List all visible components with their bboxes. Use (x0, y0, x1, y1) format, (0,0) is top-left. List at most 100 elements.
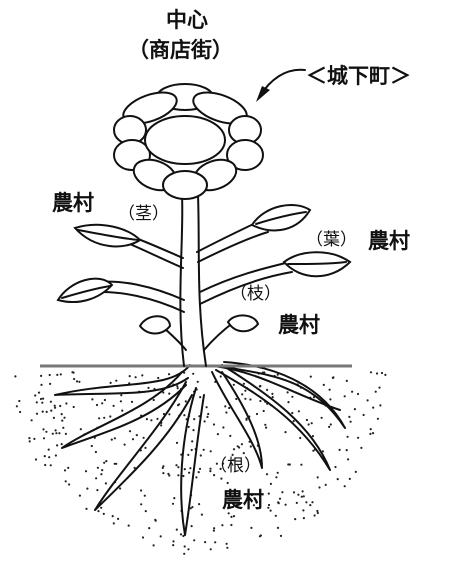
soil-dot (240, 443, 243, 446)
soil-dot (334, 465, 337, 469)
soil-dot (369, 428, 372, 431)
soil-dot (212, 529, 215, 532)
soil-dot (110, 438, 113, 441)
soil-dot (34, 458, 38, 461)
soil-dot (379, 404, 382, 407)
soil-dot (191, 506, 194, 509)
soil-dot (135, 434, 138, 437)
soil-dot (353, 408, 356, 411)
soil-dot (284, 431, 287, 434)
soil-dot (300, 495, 303, 498)
soil-dot (150, 419, 153, 422)
soil-dot (264, 423, 267, 426)
soil-dot (35, 412, 39, 415)
soil-dot (286, 391, 289, 394)
soil-dot (351, 390, 354, 393)
soil-dot (189, 507, 192, 510)
soil-dot (182, 534, 185, 538)
soil-dot (372, 406, 375, 409)
soil-dot (190, 448, 193, 452)
soil-dot (219, 375, 222, 378)
soil-dot (72, 405, 75, 409)
soil-dot (300, 463, 303, 466)
soil-dot (209, 548, 212, 551)
soil-dot (228, 406, 231, 410)
soil-dot (305, 501, 308, 504)
soil-dot (199, 454, 202, 457)
soil-dot (322, 383, 325, 386)
soil-dots (14, 371, 387, 555)
soil-dot (244, 397, 247, 400)
soil-dot (49, 400, 53, 403)
soil-dot (311, 501, 314, 504)
soil-dot (162, 412, 165, 416)
soil-dot (209, 467, 212, 470)
soil-dot (345, 449, 348, 452)
soil-dot (213, 527, 216, 530)
soil-dot (250, 494, 254, 497)
soil-dot (167, 472, 170, 475)
soil-dot (225, 411, 228, 414)
soil-dot (177, 474, 180, 477)
soil-dot (267, 492, 270, 495)
soil-dot (265, 426, 268, 429)
soil-dot (316, 509, 319, 513)
soil-dot (196, 380, 199, 383)
soil-dot (64, 480, 67, 483)
soil-dot (241, 393, 244, 396)
soil-dot (187, 548, 190, 551)
soil-dot (123, 443, 126, 446)
soil-dot (104, 482, 107, 485)
flower-head (113, 83, 264, 200)
soil-dot (375, 372, 379, 375)
soil-dot (109, 415, 112, 418)
soil-dot (177, 466, 180, 469)
soil-dot (154, 518, 157, 522)
soil-dot (28, 437, 31, 440)
soil-dot (100, 506, 103, 509)
soil-dot (311, 435, 314, 438)
soil-dot (141, 374, 144, 377)
soil-dot (302, 517, 305, 520)
soil-dot (68, 483, 71, 486)
soil-dot (159, 535, 162, 538)
soil-dot (109, 381, 112, 384)
soil-dot (249, 445, 252, 448)
soil-dot (209, 450, 212, 453)
soil-dot (203, 420, 206, 423)
soil-dot (51, 432, 54, 435)
soil-dot (48, 456, 51, 459)
soil-dot (259, 399, 262, 403)
soil-dot (284, 503, 287, 506)
soil-dot (84, 470, 88, 473)
soil-dot (297, 493, 300, 496)
soil-dot (276, 471, 279, 474)
soil-dot (101, 469, 104, 472)
soil-dot (143, 494, 146, 497)
soil-dot (127, 524, 130, 527)
soil-dot (63, 469, 67, 472)
soil-dot (250, 526, 253, 530)
soil-dot (310, 422, 313, 425)
branches (99, 219, 293, 351)
soil-dot (265, 473, 269, 476)
soil-dot (183, 414, 186, 417)
soil-dot (78, 380, 81, 383)
soil-dot (128, 375, 131, 378)
soil-dot (259, 384, 262, 388)
soil-dot (183, 468, 186, 471)
soil-dot (232, 515, 236, 518)
soil-dot (145, 418, 148, 421)
soil-dot (41, 410, 44, 413)
soil-dot (120, 394, 123, 397)
soil-dot (113, 462, 116, 465)
soil-dot (229, 491, 232, 494)
soil-dot (221, 524, 224, 527)
soil-dot (162, 391, 165, 394)
soil-dot (309, 375, 312, 378)
soil-dot (176, 387, 179, 390)
soil-dot (267, 503, 271, 507)
soil-dot (348, 477, 351, 480)
soil-dot (232, 448, 236, 451)
